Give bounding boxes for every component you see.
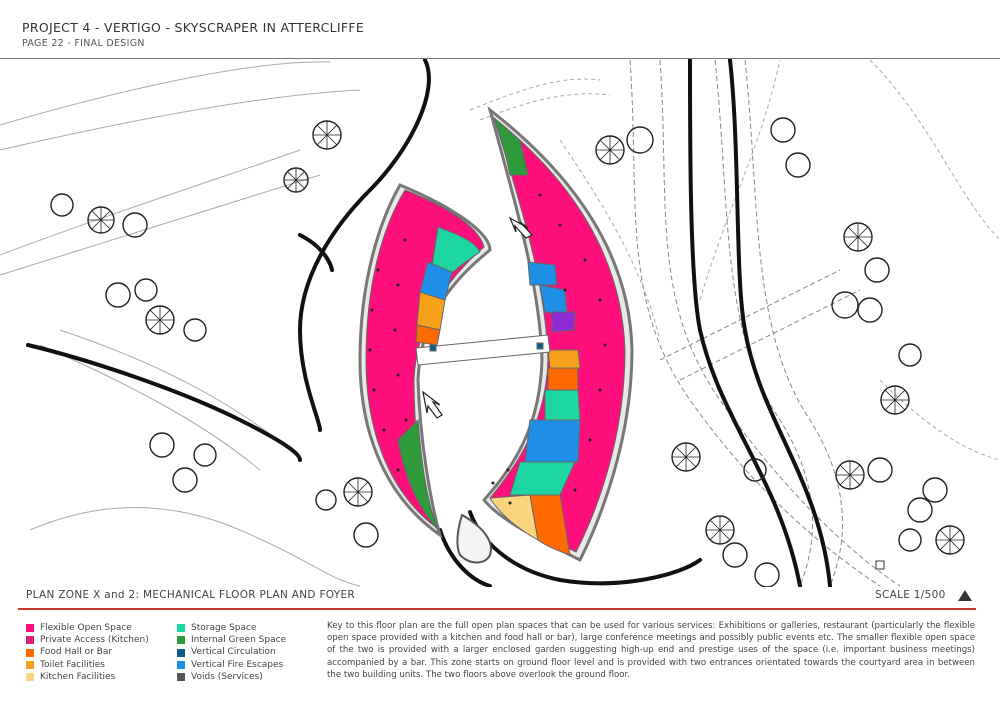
plan-description: Key to this floor plan are the full open… xyxy=(327,621,975,680)
legend-item: Voids (Services) xyxy=(177,671,286,683)
legend-swatch xyxy=(177,648,185,657)
legend-item: Flexible Open Space xyxy=(26,622,149,634)
legend-swatch xyxy=(177,636,185,645)
legend-swatch xyxy=(177,672,185,681)
header-divider xyxy=(0,58,1000,59)
legend-swatch xyxy=(26,624,34,633)
legend-swatch xyxy=(177,624,185,633)
legend-swatch xyxy=(26,648,34,657)
plan-caption: PLAN ZONE X and 2: MECHANICAL FLOOR PLAN… xyxy=(26,589,356,601)
legend-label: Food Hall or Bar xyxy=(40,647,113,658)
legend-item: Private Access (Kitchen) xyxy=(26,634,149,646)
legend-label: Flexible Open Space xyxy=(40,623,132,633)
legend-label: Toilet Facilities xyxy=(40,659,105,670)
legend-swatch xyxy=(177,660,185,669)
legend-item: Food Hall or Bar xyxy=(26,646,149,658)
legend-item: Vertical Fire Escapes xyxy=(177,659,286,671)
page-title: PROJECT 4 - VERTIGO - SKYSCRAPER IN ATTE… xyxy=(22,20,365,35)
legend-swatch xyxy=(26,660,34,669)
legend-label: Voids (Services) xyxy=(191,671,263,682)
legend-label: Storage Space xyxy=(191,623,257,633)
survey-marker xyxy=(875,560,885,570)
entrance-arrows xyxy=(422,216,533,419)
legend-item: Storage Space xyxy=(177,622,286,634)
north-arrow-icon xyxy=(958,590,972,601)
legend-label: Kitchen Facilities xyxy=(40,671,116,682)
tree-canopy-hatch xyxy=(88,121,964,554)
legend-swatch xyxy=(26,672,34,681)
scale-label: SCALE 1/500 xyxy=(875,589,946,601)
legend-column-1: Flexible Open Space Private Access (Kitc… xyxy=(26,622,149,683)
connector-bridge xyxy=(415,334,551,366)
legend-label: Vertical Fire Escapes xyxy=(191,659,284,670)
page-subtitle: PAGE 22 - FINAL DESIGN xyxy=(22,38,145,49)
legend-label: Internal Green Space xyxy=(191,635,287,646)
floor-plan-drawing xyxy=(0,59,1000,587)
column-grid xyxy=(368,193,607,505)
legend-column-2: Storage Space Internal Green Space Verti… xyxy=(177,622,286,683)
legend-item: Kitchen Facilities xyxy=(26,671,149,683)
west-wing xyxy=(358,183,492,539)
legend-swatch xyxy=(26,636,34,645)
legend-item: Toilet Facilities xyxy=(26,659,149,671)
legend-label: Vertical Circulation xyxy=(191,647,276,658)
walkway-bridges xyxy=(629,59,901,587)
header: PROJECT 4 - VERTIGO - SKYSCRAPER IN ATTE… xyxy=(22,20,364,49)
section-divider xyxy=(18,608,976,610)
legend-item: Vertical Circulation xyxy=(177,646,286,658)
legend-label: Private Access (Kitchen) xyxy=(40,635,149,646)
pavilion xyxy=(456,513,492,564)
east-wing xyxy=(482,106,634,563)
legend-item: Internal Green Space xyxy=(177,634,286,646)
